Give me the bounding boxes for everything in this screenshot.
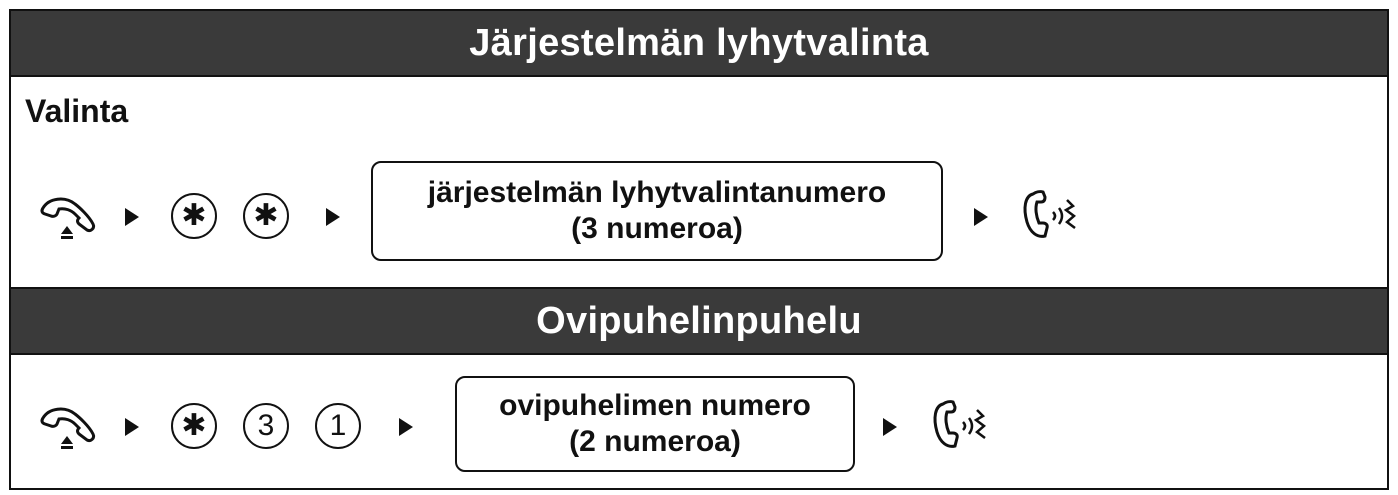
- door-phone-number-box: ovipuhelimen numero (2 numeroa): [455, 376, 855, 472]
- digit-1-key: 1: [315, 403, 361, 449]
- star-key-label: ✱: [181, 409, 207, 442]
- section-1-header-divider: [11, 75, 1387, 77]
- off-hook-handset-icon: [39, 194, 97, 242]
- diagram-frame: Järjestelmän lyhytvalinta Valinta ✱ ✱ jä…: [9, 9, 1389, 490]
- section-2-steps: ✱ 3 1 ovipuhelimen numero (2 numeroa): [11, 366, 1387, 486]
- speed-dial-number-box: järjestelmän lyhytvalintanumero (3 numer…: [371, 161, 943, 261]
- section-2-header-divider: [11, 353, 1387, 355]
- section-2-header: Ovipuhelinpuhelu: [11, 289, 1387, 353]
- section-1-subtitle: Valinta: [25, 93, 129, 129]
- section-2-top-divider: [11, 287, 1387, 289]
- star-key: ✱: [243, 193, 289, 239]
- right-arrow-icon: [125, 418, 139, 436]
- star-key-label: ✱: [181, 199, 207, 232]
- speed-dial-digit-count: (3 numeroa): [571, 212, 743, 245]
- speed-dial-number-label: järjestelmän lyhytvalintanumero: [427, 176, 887, 209]
- section-1-header: Järjestelmän lyhytvalinta: [11, 11, 1387, 75]
- talk-handset-icon: [1019, 188, 1081, 242]
- right-arrow-icon: [326, 208, 340, 226]
- right-arrow-icon: [399, 418, 413, 436]
- digit-3-key: 3: [243, 403, 289, 449]
- right-arrow-icon: [974, 208, 988, 226]
- section-2-title: Ovipuhelinpuhelu: [536, 299, 862, 342]
- door-phone-digit-count: (2 numeroa): [569, 425, 741, 458]
- right-arrow-icon: [125, 208, 139, 226]
- digit-3-key-label: 3: [257, 409, 275, 442]
- star-key: ✱: [171, 193, 217, 239]
- digit-1-key-label: 1: [329, 409, 347, 442]
- door-phone-number-label: ovipuhelimen numero: [499, 389, 811, 422]
- star-key: ✱: [171, 403, 217, 449]
- section-1-title: Järjestelmän lyhytvalinta: [469, 21, 929, 64]
- star-key-label: ✱: [253, 199, 279, 232]
- talk-handset-icon: [929, 398, 991, 452]
- section-1-steps: ✱ ✱ järjestelmän lyhytvalintanumero (3 n…: [11, 156, 1387, 276]
- right-arrow-icon: [883, 418, 897, 436]
- off-hook-handset-icon: [39, 404, 97, 452]
